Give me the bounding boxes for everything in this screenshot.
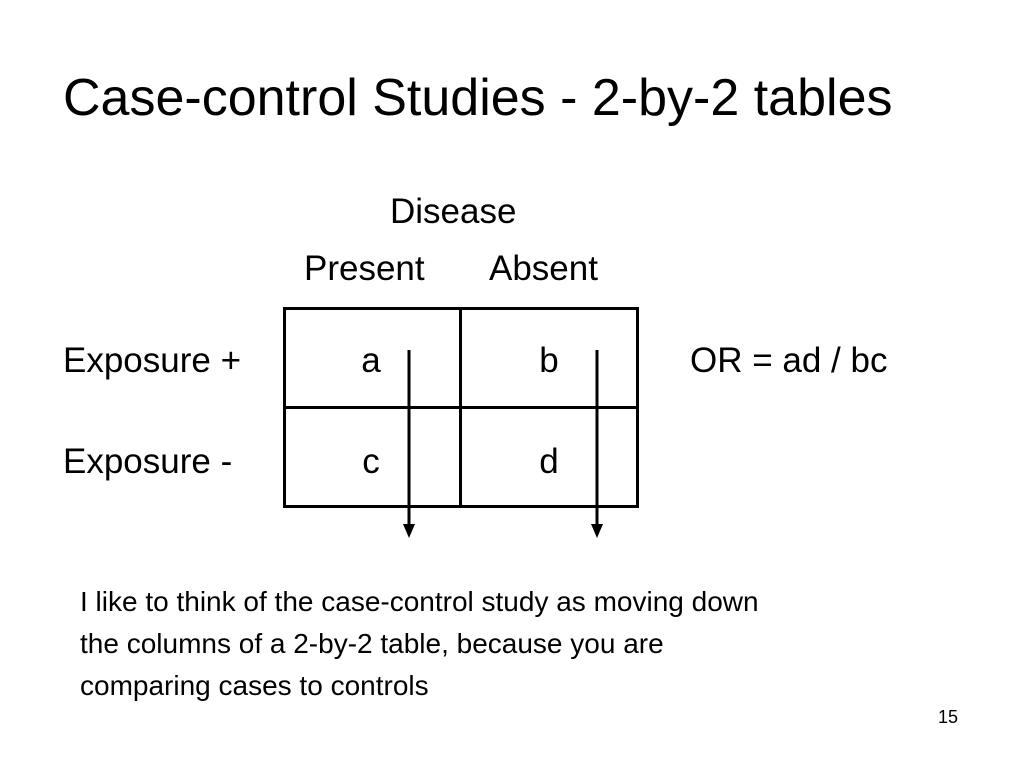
- grid-horizontal-divider: [283, 406, 639, 409]
- slide-title: Case-control Studies - 2-by-2 tables: [63, 69, 893, 127]
- note-line: comparing cases to controls: [80, 670, 429, 701]
- note-line: I like to think of the case-control stud…: [80, 586, 759, 617]
- table-cell-b: b: [539, 341, 559, 380]
- note-line: the columns of a 2-by-2 table, because y…: [80, 628, 664, 659]
- column-header-present: Present: [304, 249, 425, 288]
- row-header-exposure-positive: Exposure +: [63, 341, 242, 380]
- row-header-exposure-negative: Exposure -: [63, 442, 233, 481]
- table-cell-c: c: [362, 442, 380, 481]
- page-number: 15: [938, 707, 959, 727]
- table-cell-d: d: [539, 442, 559, 481]
- column-group-header: Disease: [390, 192, 517, 231]
- column-header-absent: Absent: [489, 249, 598, 288]
- odds-ratio-formula: OR = ad / bc: [690, 341, 888, 380]
- explanatory-note: I like to think of the case-control stud…: [80, 581, 759, 707]
- table-cell-a: a: [361, 341, 381, 380]
